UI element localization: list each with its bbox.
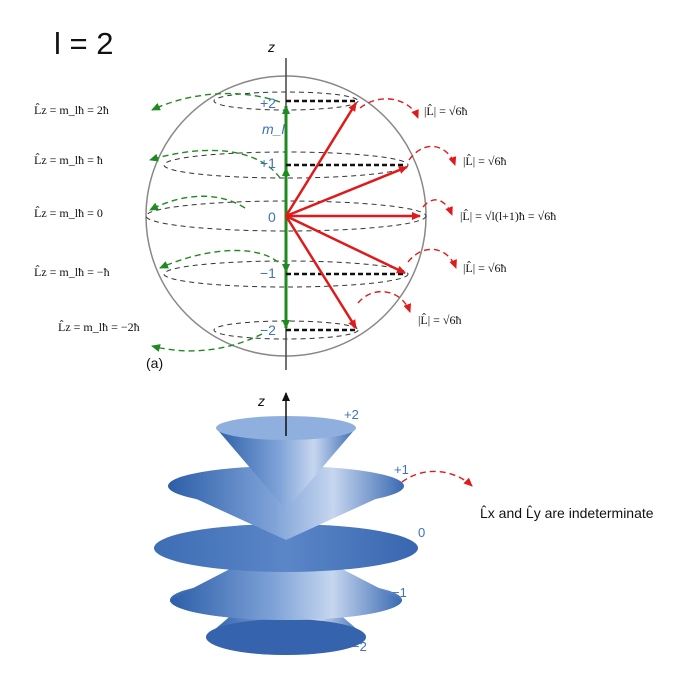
ml-level-minus2: −2 [260,322,276,338]
indeterminate-callout-arrow [401,470,473,487]
lz-label-plus2: L̂z = m_lħ = 2ħ [34,103,109,117]
l-callout-arrows [357,98,457,313]
ml-level-plus1: +1 [260,155,276,171]
cone-plus2 [216,428,356,510]
lz-label-plus1: L̂z = m_lħ = ħ [34,153,103,167]
indeterminate-note: L̂x and L̂y are indeterminate [480,505,654,521]
ml-level-minus1: −1 [260,265,276,281]
cone-level-minus2: −2 [352,639,367,654]
panel-tag: (a) [146,355,164,371]
l-magnitude-label-5: |L̂| = √6ħ [418,313,462,327]
l-magnitude-label-2: |L̂| = √6ħ [463,154,507,168]
ml-level-zero: 0 [268,209,276,225]
lz-callout-arrows [149,92,281,352]
cone-level-plus2: +2 [344,407,359,422]
lz-label-minus1: L̂z = m_lħ = −ħ [34,265,110,279]
disk-zero [154,524,418,572]
cone-level-plus1: +1 [394,462,409,477]
ml-axis-label: m_l [262,121,285,137]
l-vectors [284,102,421,329]
lz-label-zero: L̂z = m_lħ = 0 [34,206,103,220]
l-magnitude-label-3: |L̂| = √l(l+1)ħ = √6ħ [460,209,557,223]
l-magnitude-label-1: |L̂| = √6ħ [424,104,468,118]
title-text: l = 2 [54,26,114,61]
cone-level-minus1: −1 [392,585,407,600]
cone-level-zero: 0 [418,525,426,540]
sphere-panel [145,58,457,370]
lz-label-minus2: L̂z = m_lħ = −2ħ [58,320,140,334]
projection-lines [286,99,405,332]
l-magnitude-label-4: |L̂| = √6ħ [463,261,507,275]
cone-panel [154,392,473,655]
z-axis-label: z [268,39,275,55]
quantum-number-title: l = 2 [54,26,113,62]
ml-level-plus2: +2 [260,95,276,111]
cone-z-axis-label: z [258,393,265,409]
